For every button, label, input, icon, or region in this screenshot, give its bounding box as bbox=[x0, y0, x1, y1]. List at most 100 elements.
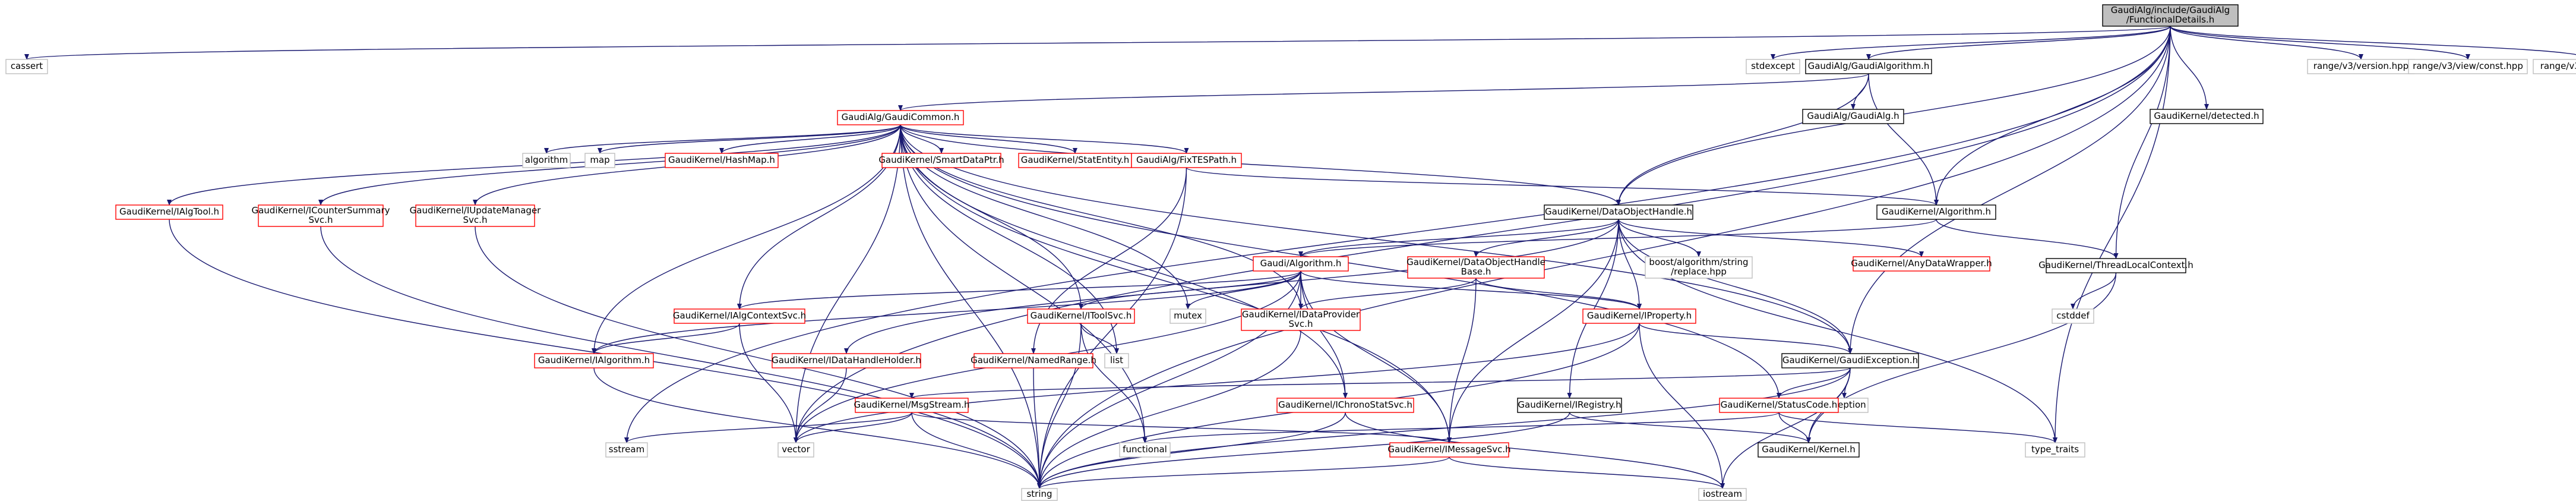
node-box-map bbox=[584, 153, 615, 168]
node-iregistry[interactable]: GaudiKernel/IRegistry.h bbox=[1517, 398, 1622, 413]
edge-itoolsvc-to-list bbox=[1080, 323, 1119, 354]
edge-fixtespath-to-namedrange bbox=[1031, 167, 1187, 354]
node-ialgorithm2[interactable]: GaudiKernel/IAlgorithm.h bbox=[534, 353, 654, 368]
edge-gaudiexception-to-msgstream bbox=[909, 367, 1851, 399]
node-detected[interactable]: GaudiKernel/detected.h bbox=[2150, 109, 2264, 124]
node-ichronostat[interactable]: GaudiKernel/IChronoStatSvc.h bbox=[1276, 398, 1414, 413]
node-itoolsvc[interactable]: GaudiKernel/IToolSvc.h bbox=[1027, 308, 1135, 324]
node-label-gaudicommon-0: GaudiAlg/GaudiCommon.h bbox=[842, 112, 960, 122]
node-gaudicommon[interactable]: GaudiAlg/GaudiCommon.h bbox=[837, 110, 964, 125]
node-box-rv_zip bbox=[2533, 59, 2576, 74]
node-box-sstream bbox=[605, 442, 648, 458]
edge-gaudialgorithm-to-galgorithm bbox=[1868, 73, 1939, 206]
edge-statuscode-to-functional bbox=[1142, 412, 1780, 443]
node-label-idataprovider-0: GaudiKernel/IDataProvider bbox=[1242, 309, 1360, 320]
node-ialgcontextsvc[interactable]: GaudiKernel/IAlgContextSvc.h bbox=[673, 308, 806, 324]
edge-iproperty-to-iostream bbox=[1639, 323, 1725, 489]
node-box-ichronostat bbox=[1276, 398, 1414, 413]
node-rv_const: range/v3/view/const.hpp bbox=[2408, 59, 2528, 74]
edge-gaudicommon-to-string bbox=[900, 124, 1042, 489]
edge-gaudicommon-to-algorithm_std bbox=[544, 124, 901, 154]
node-ialgtool[interactable]: GaudiKernel/IAlgTool.h bbox=[115, 204, 223, 220]
edge-gaudiexception-to-statuscode bbox=[1777, 367, 1851, 399]
node-label-imessagesvc-0: GaudiKernel/IMessageSvc.h bbox=[1387, 444, 1510, 455]
edge-root-to-rv_zip bbox=[2170, 26, 2576, 55]
node-label-gaudialg-0: GaudiAlg/GaudiAlg.h bbox=[1807, 111, 1899, 121]
node-label-ichronostat-0: GaudiKernel/IChronoStatSvc.h bbox=[1278, 399, 1412, 410]
node-root[interactable]: GaudiAlg/include/GaudiAlg/FunctionalDeta… bbox=[2102, 4, 2239, 27]
node-layer: GaudiAlg/include/GaudiAlg/FunctionalDeta… bbox=[5, 4, 2576, 501]
node-label-msgstream-0: GaudiKernel/MsgStream.h bbox=[854, 399, 969, 410]
node-anydatawrapper[interactable]: GaudiKernel/AnyDataWrapper.h bbox=[1851, 256, 1992, 272]
node-ialgorithm[interactable]: Gaudi/Algorithm.h bbox=[1253, 256, 1349, 272]
edge-root-to-rv_version bbox=[2170, 26, 2363, 60]
node-dataobjecthandle[interactable]: GaudiKernel/DataObjectHandle.h bbox=[1544, 204, 1693, 220]
node-label-gaudialgorithm-0: GaudiAlg/GaudiAlgorithm.h bbox=[1808, 61, 1930, 71]
node-label-iupdatemanager-0: GaudiKernel/IUpdateManager bbox=[410, 205, 542, 216]
edge-gaudicommon-to-vector bbox=[794, 124, 901, 443]
edge-ialgorithm2-to-string bbox=[593, 367, 1042, 489]
edge-idataprovider-to-string bbox=[1037, 330, 1301, 489]
node-label-anydatawrapper-0: GaudiKernel/AnyDataWrapper.h bbox=[1851, 258, 1992, 269]
edge-dataobjecthandle-to-boostreplace bbox=[1618, 219, 1701, 257]
node-label-map-0: map bbox=[590, 155, 609, 165]
node-label-dataobjecthandle-0: GaudiKernel/DataObjectHandle.h bbox=[1545, 206, 1692, 217]
edge-gaudicommon-to-mutex bbox=[900, 124, 1190, 310]
node-label-boostreplace-1: /replace.hpp bbox=[1671, 266, 1727, 277]
node-iostream: iostream bbox=[1698, 488, 1747, 501]
edge-dohbase-to-iproperty bbox=[1475, 278, 1642, 310]
node-label-vector-0: vector bbox=[782, 444, 810, 455]
node-label-stdexcept-0: stdexcept bbox=[1751, 61, 1795, 71]
node-threadlocal[interactable]: GaudiKernel/ThreadLocalContext.h bbox=[2038, 258, 2193, 273]
node-statentity[interactable]: GaudiKernel/StatEntity.h bbox=[1018, 153, 1132, 168]
node-box-galgorithm bbox=[1876, 204, 1996, 220]
node-gaudialg[interactable]: GaudiAlg/GaudiAlg.h bbox=[1802, 109, 1904, 124]
node-box-dohbase bbox=[1407, 256, 1545, 279]
edge-msgstream-to-string bbox=[911, 412, 1042, 489]
node-gaudiexception[interactable]: GaudiKernel/GaudiException.h bbox=[1781, 353, 1919, 368]
node-box-kernel bbox=[1758, 442, 1860, 458]
node-galgorithm[interactable]: GaudiKernel/Algorithm.h bbox=[1876, 204, 1996, 220]
edge-imessagesvc-to-iostream bbox=[1449, 456, 1725, 489]
node-boostreplace: boost/algorithm/string/replace.hpp bbox=[1645, 256, 1753, 279]
node-msgstream[interactable]: GaudiKernel/MsgStream.h bbox=[854, 398, 970, 413]
node-list: list bbox=[1104, 353, 1129, 368]
node-iproperty[interactable]: GaudiKernel/IProperty.h bbox=[1582, 308, 1696, 324]
node-box-boostreplace bbox=[1645, 256, 1753, 279]
node-label-rv_const-0: range/v3/view/const.hpp bbox=[2413, 61, 2523, 71]
node-label-hashmap-0: GaudiKernel/HashMap.h bbox=[668, 155, 775, 165]
node-box-gaudiexception bbox=[1781, 353, 1919, 368]
node-box-ialgorithm2 bbox=[534, 353, 654, 368]
node-label-gaudiexception-0: GaudiKernel/GaudiException.h bbox=[1782, 355, 1918, 365]
node-vector: vector bbox=[777, 442, 814, 458]
node-idatahandleholder[interactable]: GaudiKernel/IDataHandleHolder.h bbox=[772, 353, 921, 368]
node-kernel[interactable]: GaudiKernel/Kernel.h bbox=[1758, 442, 1860, 458]
edge-fixtespath-to-galgorithm bbox=[1186, 167, 1939, 206]
node-box-cassert bbox=[5, 59, 48, 74]
node-gaudialgorithm[interactable]: GaudiAlg/GaudiAlgorithm.h bbox=[1805, 59, 1932, 74]
node-statuscode[interactable]: GaudiKernel/StatusCode.h bbox=[1719, 398, 1839, 413]
node-box-threadlocal bbox=[2046, 258, 2186, 273]
node-box-statuscode bbox=[1719, 398, 1839, 413]
node-imessagesvc[interactable]: GaudiKernel/IMessageSvc.h bbox=[1387, 442, 1511, 458]
node-rv_zip: range/v3/view/zip.hpp bbox=[2533, 59, 2576, 74]
edge-idatahandleholder-to-vector bbox=[794, 367, 847, 443]
node-box-icountersummary bbox=[258, 204, 384, 227]
node-namedrange[interactable]: GaudiKernel/NamedRange.h bbox=[971, 353, 1096, 368]
node-hashmap[interactable]: GaudiKernel/HashMap.h bbox=[665, 153, 779, 168]
node-fixtespath[interactable]: GaudiAlg/FixTESPath.h bbox=[1131, 153, 1242, 168]
node-box-itoolsvc bbox=[1027, 308, 1135, 324]
edge-iproperty-to-gaudiexception bbox=[1639, 323, 1853, 354]
node-label-idatahandleholder-0: GaudiKernel/IDataHandleHolder.h bbox=[772, 355, 921, 365]
edge-ialgorithm-to-ialgcontextsvc bbox=[737, 270, 1301, 310]
node-label-ialgorithm-0: Gaudi/Algorithm.h bbox=[1260, 258, 1342, 269]
node-smartdataptr[interactable]: GaudiKernel/SmartDataPtr.h bbox=[878, 153, 1004, 168]
edge-iproperty-to-vector bbox=[794, 323, 1640, 443]
node-box-msgstream bbox=[855, 398, 969, 413]
edge-root-to-string bbox=[1037, 26, 2171, 489]
